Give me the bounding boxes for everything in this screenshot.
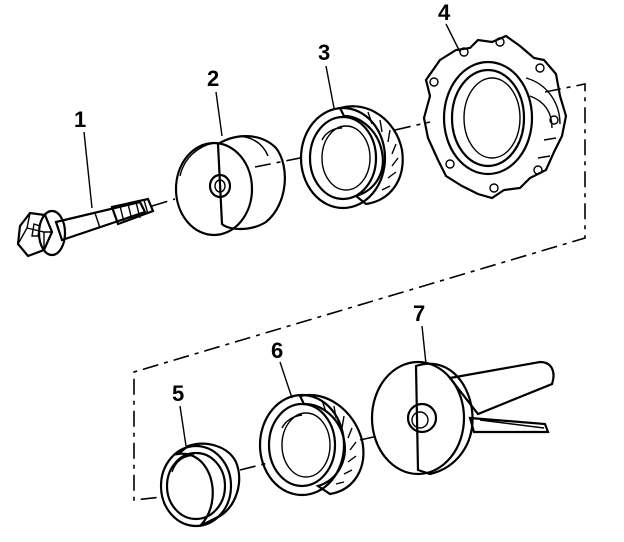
callout-3: 3 [318,40,330,65]
drive-pinion-gear [370,360,555,476]
leader-1 [83,131,93,209]
callout-1: 1 [74,107,86,132]
callout-2: 2 [207,66,219,91]
leader-lines [83,23,461,447]
callout-5: 5 [172,381,184,406]
leader-2 [215,91,223,137]
leader-5 [179,405,187,447]
leader-3 [325,65,335,109]
leader-7 [421,325,427,365]
callout-7: 7 [413,301,425,326]
leader-4 [445,23,461,53]
callout-6: 6 [271,338,283,363]
tapered-roller-bearing-upper [299,105,404,210]
bearing-housing-flange [422,34,568,200]
hub-flange [174,135,286,237]
assembly-centerline-top [133,83,586,501]
callout-4: 4 [438,0,451,25]
bolt [16,197,155,258]
leader-6 [279,361,293,399]
bearing-race-cup [159,442,241,528]
tapered-roller-bearing-lower [258,393,365,497]
